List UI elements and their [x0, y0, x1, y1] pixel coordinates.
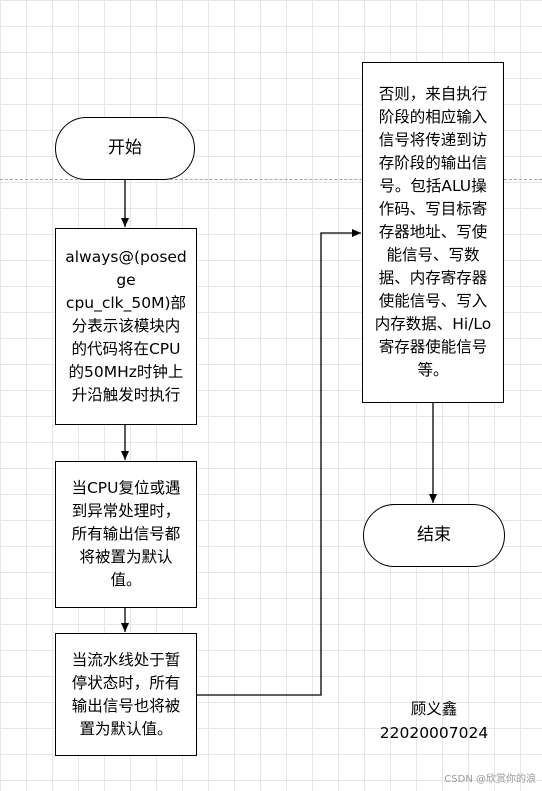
arrow-stall-to-else	[197, 229, 361, 696]
always-block-node: always@(posed ge cpu_clk_50M)部 分表示该模块内 的…	[55, 228, 197, 425]
csdn-watermark: CSDN @欣赏你的浪	[444, 774, 536, 785]
page-divider-line	[0, 179, 542, 180]
start-node: 开始	[55, 117, 195, 180]
author-name: 顾义鑫	[410, 700, 458, 718]
stall-block-node: 当流水线处于暂 停状态时，所有 输出信号也将被 置为默认值。	[55, 633, 197, 756]
end-node: 结束	[363, 504, 505, 567]
reset-block-node: 当CPU复位或遇 到异常处理时， 所有输出信号都 将被置为默认 值。	[55, 461, 197, 608]
else-block-node: 否则，来自执行 阶段的相应输入 信号将传递到访 存阶段的输出信 号。包括ALU操…	[362, 62, 504, 403]
author-id: 22020007024	[379, 724, 489, 742]
